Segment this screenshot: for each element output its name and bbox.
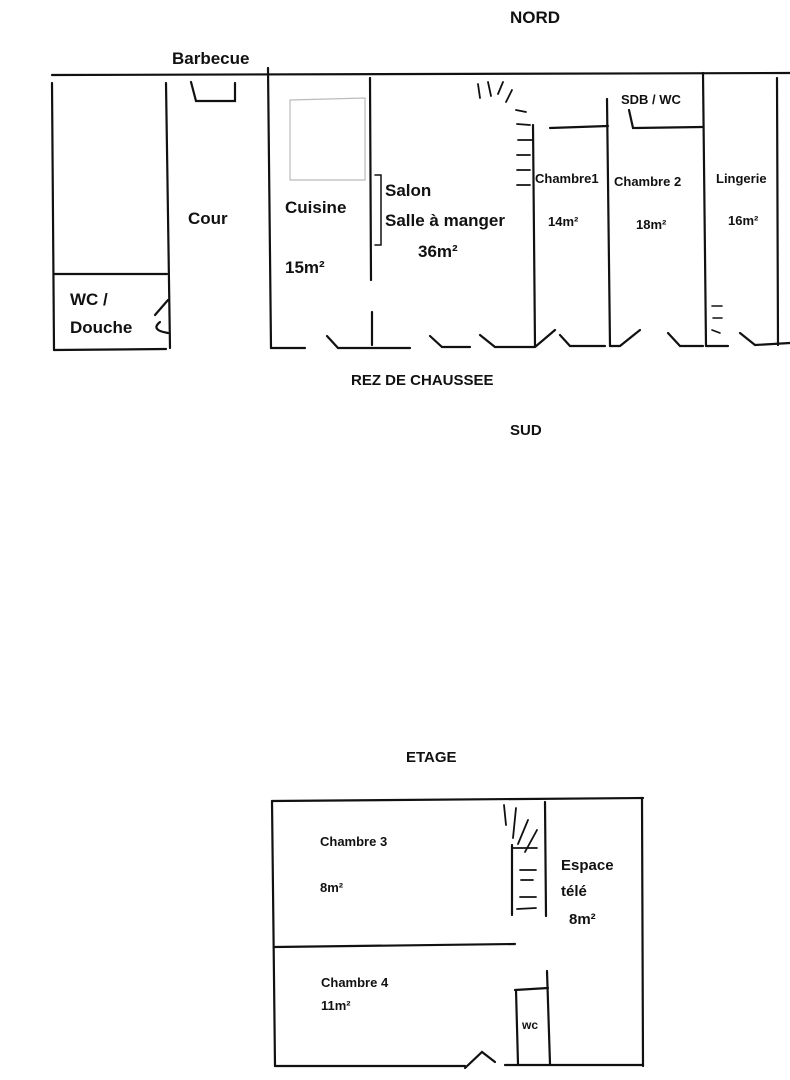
room-label-salon: Salon [385,181,432,200]
room-label-lingerie: Lingerie [716,171,767,186]
room-label-douche: Douche [70,318,133,337]
room-label-salle-a-manger: Salle à manger [385,211,506,230]
room-label-espace: Espace [561,857,614,874]
room-label-chambre3: Chambre 3 [320,834,388,849]
room-area-lingerie: 16m² [728,213,759,228]
room-label-chambre4: Chambre 4 [321,975,389,990]
room-area-chambre1: 14m² [548,214,579,229]
room-area-chambre3: 8m² [320,880,344,895]
ground-floor-walls [50,66,790,352]
ground-floor-title: REZ DE CHAUSSEE [351,372,494,389]
room-label-cuisine: Cuisine [285,198,347,217]
room-label-barbecue: Barbecue [172,49,250,68]
room-label-wc-line1: WC / [70,290,108,309]
room-label-chambre2: Chambre 2 [614,174,682,189]
upper-floor-title: ETAGE [406,749,457,766]
room-label-tele: télé [561,883,587,900]
room-area-chambre4: 11m² [321,998,351,1013]
room-area-espace-tele: 8m² [569,911,596,928]
room-area-chambre2: 18m² [636,217,667,232]
south-label: SUD [510,422,542,439]
room-label-wc-upper: wc [522,1018,539,1032]
room-label-sdb-wc: SDB / WC [621,92,681,107]
room-label-cour: Cour [188,209,228,228]
upper-floor-walls [270,796,645,1070]
room-area-salon: 36m² [418,242,458,261]
room-area-cuisine: 15m² [285,258,325,277]
room-label-chambre1: Chambre1 [535,171,599,186]
north-label: NORD [510,8,561,27]
